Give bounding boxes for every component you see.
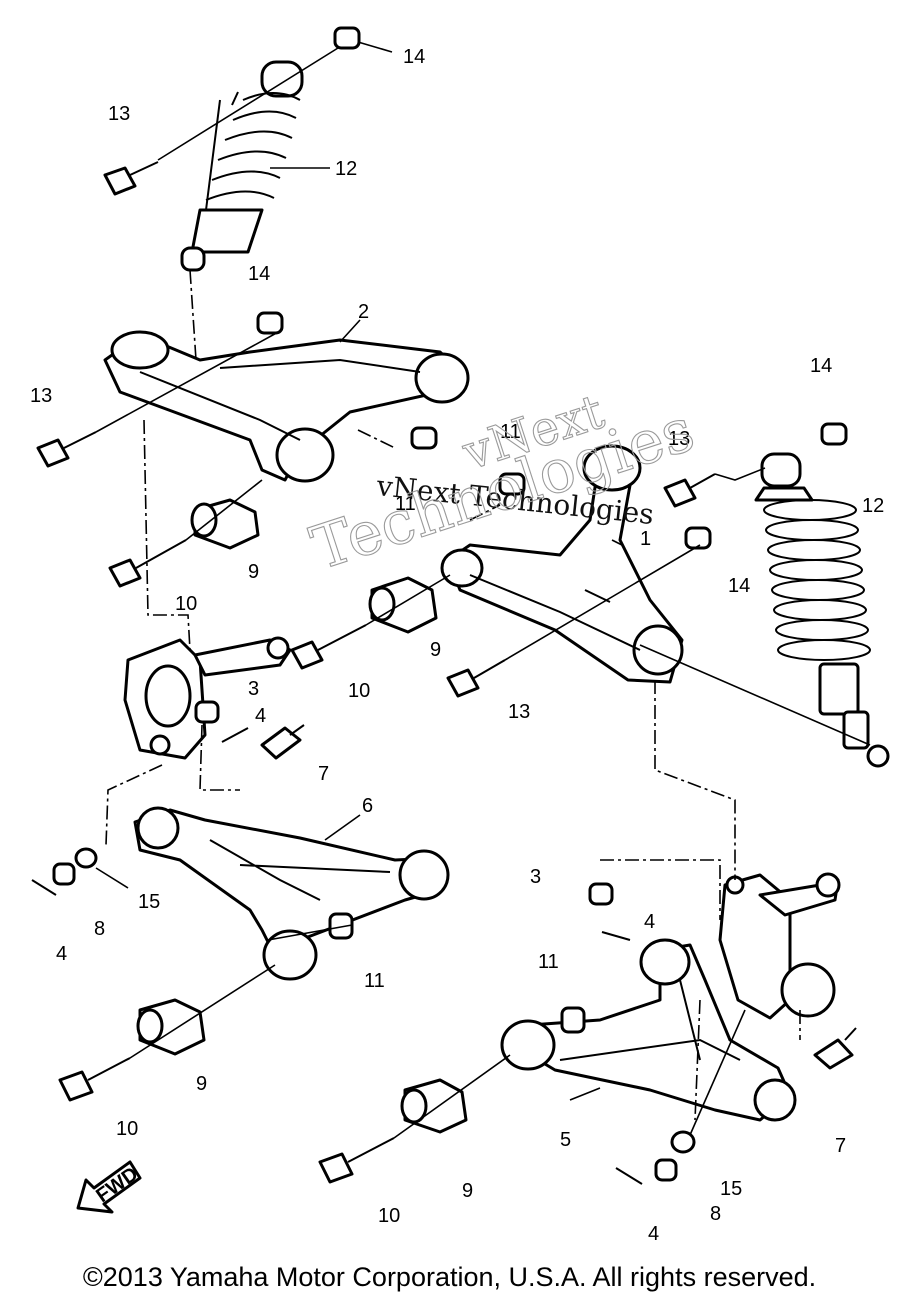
bushing-icon bbox=[190, 498, 260, 550]
callout-4: 4 bbox=[644, 911, 655, 933]
callout-14: 14 bbox=[810, 355, 832, 377]
nut-icon bbox=[256, 311, 284, 335]
forward-direction-arrow-icon: FWD bbox=[76, 1160, 142, 1214]
callout-9: 9 bbox=[196, 1073, 207, 1095]
nut-icon bbox=[333, 26, 361, 50]
bolt-icon bbox=[260, 724, 305, 760]
copyright-notice: ©2013 Yamaha Motor Corporation, U.S.A. A… bbox=[82, 1262, 817, 1292]
bolt-icon bbox=[446, 659, 506, 698]
callout-11: 11 bbox=[538, 951, 559, 973]
bushing-icon bbox=[368, 576, 438, 634]
cotter-pin-icon bbox=[31, 879, 57, 896]
knuckle-right bbox=[718, 872, 841, 1020]
callout-10: 10 bbox=[116, 1118, 138, 1140]
cotter-pin-icon bbox=[601, 931, 631, 941]
callout-7: 7 bbox=[318, 763, 329, 785]
callout-5: 5 bbox=[560, 1129, 571, 1151]
callout-11: 11 bbox=[395, 493, 416, 515]
bolt-icon bbox=[290, 624, 367, 670]
nut-icon bbox=[560, 1006, 586, 1034]
callout-1: 1 bbox=[640, 528, 651, 550]
callout-10: 10 bbox=[175, 593, 197, 615]
bushing-icon bbox=[400, 1078, 468, 1134]
upper-arm-left bbox=[103, 330, 470, 483]
callout-13: 13 bbox=[108, 103, 130, 125]
bolt-icon bbox=[103, 161, 159, 196]
bolt-icon bbox=[108, 539, 187, 588]
nut-icon bbox=[410, 426, 438, 450]
nut-icon bbox=[654, 1158, 678, 1182]
callout-9: 9 bbox=[430, 639, 441, 661]
leader-lines bbox=[95, 41, 871, 1139]
washer-icon-group bbox=[74, 847, 696, 1154]
bolt-icon bbox=[36, 431, 97, 468]
assembly-lines bbox=[105, 269, 801, 1121]
callout-4: 4 bbox=[255, 705, 266, 727]
cotter-pin-icon-group bbox=[31, 727, 643, 1185]
callout-7: 7 bbox=[835, 1135, 846, 1157]
callout-4: 4 bbox=[648, 1223, 659, 1245]
upper-arm-right bbox=[440, 444, 684, 684]
callout-8: 8 bbox=[94, 918, 105, 940]
cotter-pin-icon bbox=[615, 1167, 643, 1185]
callout-3: 3 bbox=[530, 866, 541, 888]
callout-12: 12 bbox=[335, 158, 357, 180]
bolt-icon bbox=[318, 1137, 395, 1184]
bolt-icon bbox=[58, 1057, 131, 1102]
callout-10: 10 bbox=[378, 1205, 400, 1227]
callout-9: 9 bbox=[248, 561, 259, 583]
nut-icon bbox=[52, 862, 76, 886]
callout-14: 14 bbox=[403, 46, 425, 68]
bolt-icon bbox=[813, 1027, 857, 1070]
lower-arm-right bbox=[500, 938, 797, 1122]
suspension-exploded-diagram: FWD 14 13 12 14 2 13 11 11 9 10 14 13 12… bbox=[30, 26, 890, 1245]
callout-11: 11 bbox=[500, 421, 521, 443]
callout-2: 2 bbox=[358, 301, 369, 323]
callout-13: 13 bbox=[508, 701, 530, 723]
bolt-icon-group bbox=[36, 161, 857, 1184]
callout-15: 15 bbox=[720, 1178, 742, 1200]
callout-13: 13 bbox=[668, 428, 690, 450]
callout-13: 13 bbox=[30, 385, 52, 407]
shock-absorber-right bbox=[754, 452, 890, 768]
callout-3: 3 bbox=[248, 678, 259, 700]
bushing-icon-group bbox=[136, 498, 468, 1134]
callout-labels: 14 13 12 14 2 13 11 11 9 10 14 13 12 1 1… bbox=[30, 46, 884, 1245]
nut-icon bbox=[328, 912, 354, 940]
callout-15: 15 bbox=[138, 891, 160, 913]
nut-icon bbox=[588, 882, 614, 906]
callout-12: 12 bbox=[862, 495, 884, 517]
nut-icon bbox=[684, 526, 712, 550]
nut-icon bbox=[498, 472, 526, 496]
cotter-pin-icon bbox=[221, 727, 249, 743]
callout-10: 10 bbox=[348, 680, 370, 702]
nut-icon bbox=[194, 700, 220, 724]
washer-icon bbox=[670, 1130, 696, 1154]
washer-icon bbox=[74, 847, 98, 869]
callout-8: 8 bbox=[710, 1203, 721, 1225]
callout-9: 9 bbox=[462, 1180, 473, 1202]
nut-icon-group bbox=[52, 26, 848, 1182]
shock-absorber-left bbox=[180, 60, 304, 272]
callout-11: 11 bbox=[364, 970, 385, 992]
bolt-icon bbox=[663, 473, 716, 508]
nut-icon bbox=[820, 422, 848, 446]
callout-14: 14 bbox=[728, 575, 750, 597]
callout-4: 4 bbox=[56, 943, 67, 965]
knuckle-left bbox=[123, 636, 292, 760]
callout-6: 6 bbox=[362, 795, 373, 817]
callout-14: 14 bbox=[248, 263, 270, 285]
lower-arm-left bbox=[133, 806, 450, 981]
